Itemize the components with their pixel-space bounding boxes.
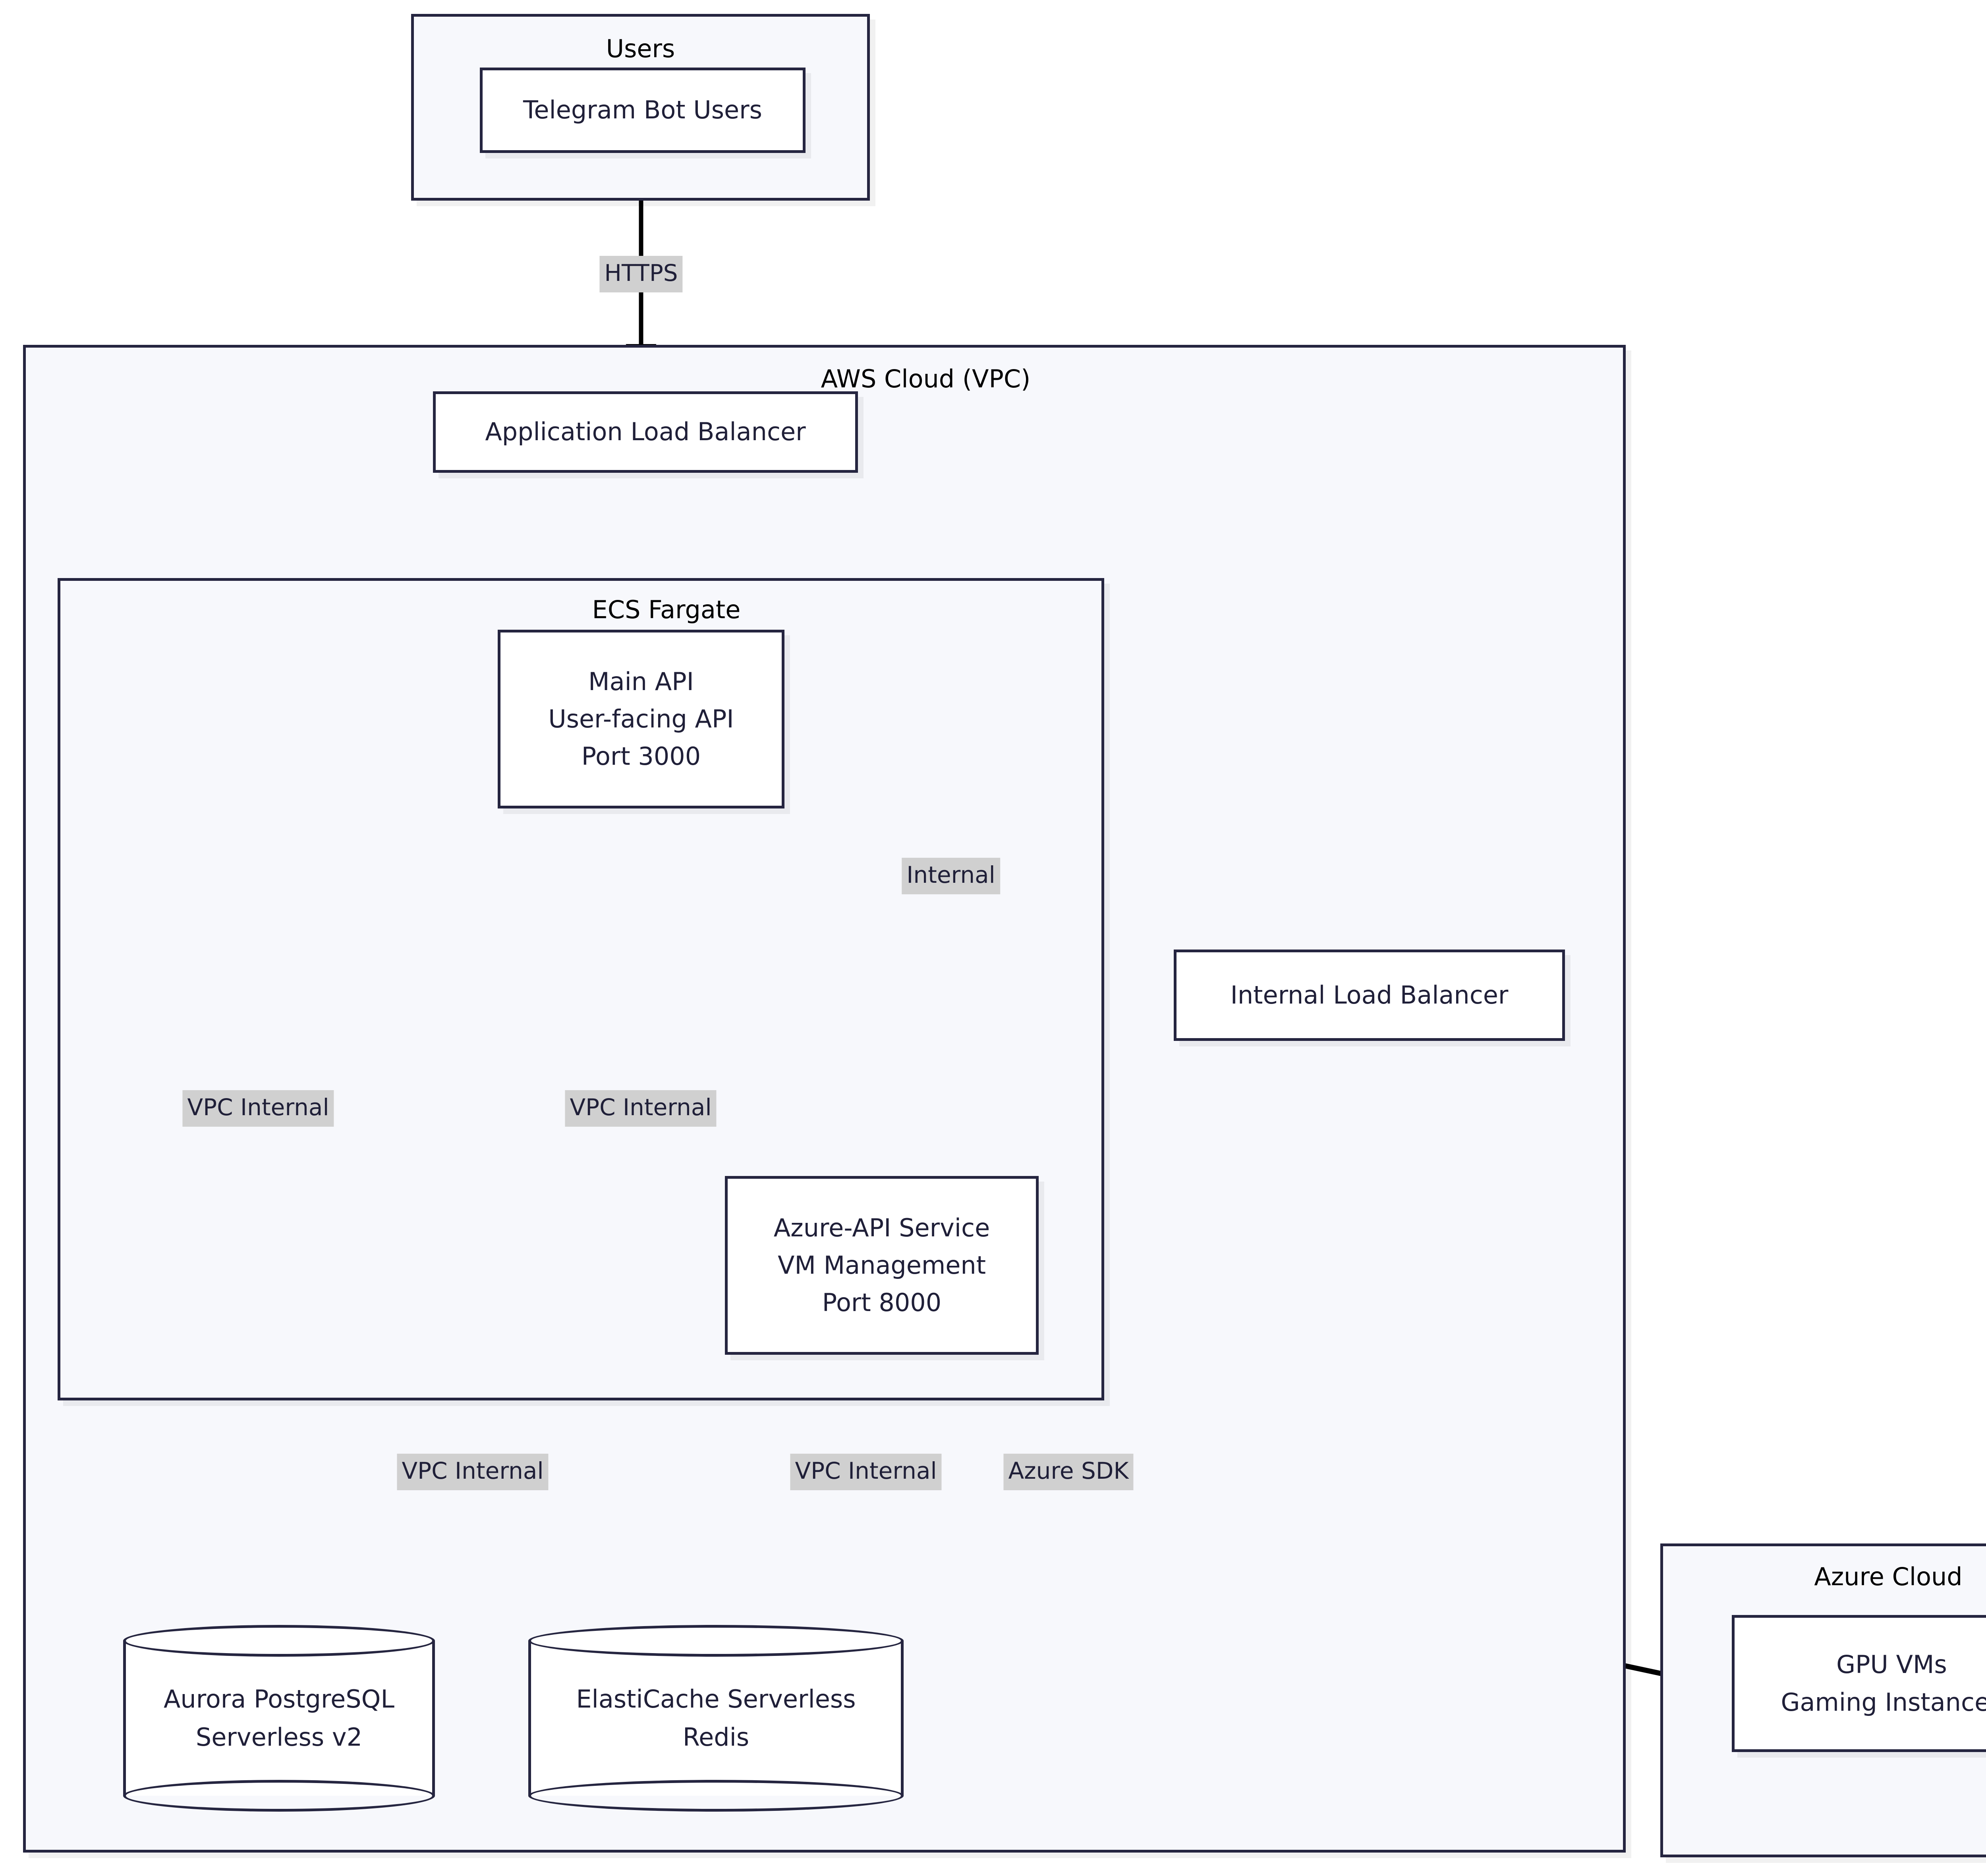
edge-label-vpc-internal-azure-aurora: VPC Internal [397,1454,549,1490]
edge-label-internal: Internal [902,858,1000,894]
node-elasticache-line-1: ElastiCache Serverless [576,1684,856,1714]
edge-label-https: HTTPS [599,256,683,292]
aurora-cylinder-body [123,1641,435,1796]
node-application-load-balancer[interactable]: Application Load Balancer [433,391,858,473]
node-main-api-line-3: Port 3000 [581,742,701,771]
node-main-api[interactable]: Main API User-facing API Port 3000 [498,630,784,808]
node-telegram-bot-users[interactable]: Telegram Bot Users [480,68,806,153]
node-azure-api-service-line-1: Azure-API Service [773,1213,990,1242]
elasticache-label: ElastiCache Serverless Redis [528,1625,904,1812]
node-aurora-line-1: Aurora PostgreSQL [163,1684,394,1714]
group-users-title: Users [606,34,675,63]
node-telegram-bot-users-line-1: Telegram Bot Users [523,95,762,125]
aurora-cylinder-bottom-cap [123,1780,435,1812]
elasticache-cylinder-top-cap [528,1625,904,1657]
node-elasticache-line-2: Redis [682,1723,750,1752]
edge-label-vpc-internal-main-aurora: VPC Internal [182,1090,334,1127]
node-internal-load-balancer-line-1: Internal Load Balancer [1230,980,1509,1010]
group-azure-cloud-title: Azure Cloud [1814,1562,1963,1591]
elasticache-cylinder-body [528,1641,904,1796]
group-ecs-fargate-title: ECS Fargate [592,595,741,624]
aurora-label: Aurora PostgreSQL Serverless v2 [123,1625,435,1812]
node-main-api-line-2: User-facing API [548,704,734,733]
aurora-cylinder-top-cap [123,1625,435,1657]
node-elasticache-redis[interactable]: ElastiCache Serverless Redis [528,1625,909,1817]
node-internal-load-balancer[interactable]: Internal Load Balancer [1174,950,1565,1041]
node-gpu-vms-line-2: Gaming Instances [1781,1687,1986,1717]
node-application-load-balancer-line-1: Application Load Balancer [485,417,806,447]
node-gpu-vms[interactable]: GPU VMs Gaming Instances [1732,1615,1986,1752]
elasticache-cylinder-bottom-cap [528,1780,904,1812]
node-aurora-postgresql[interactable]: Aurora PostgreSQL Serverless v2 [123,1625,440,1817]
edge-label-vpc-internal-main-redis: VPC Internal [565,1090,717,1127]
node-main-api-line-1: Main API [588,667,694,696]
node-aurora-line-2: Serverless v2 [195,1723,363,1752]
edge-label-azure-sdk: Azure SDK [1003,1454,1134,1490]
group-aws-cloud-title: AWS Cloud (VPC) [821,364,1031,393]
edge-label-vpc-internal-azure-redis: VPC Internal [790,1454,942,1490]
node-azure-api-service-line-3: Port 8000 [822,1288,942,1317]
node-azure-api-service[interactable]: Azure-API Service VM Management Port 800… [725,1176,1039,1355]
node-azure-api-service-line-2: VM Management [777,1250,986,1280]
node-gpu-vms-line-1: GPU VMs [1836,1650,1947,1679]
